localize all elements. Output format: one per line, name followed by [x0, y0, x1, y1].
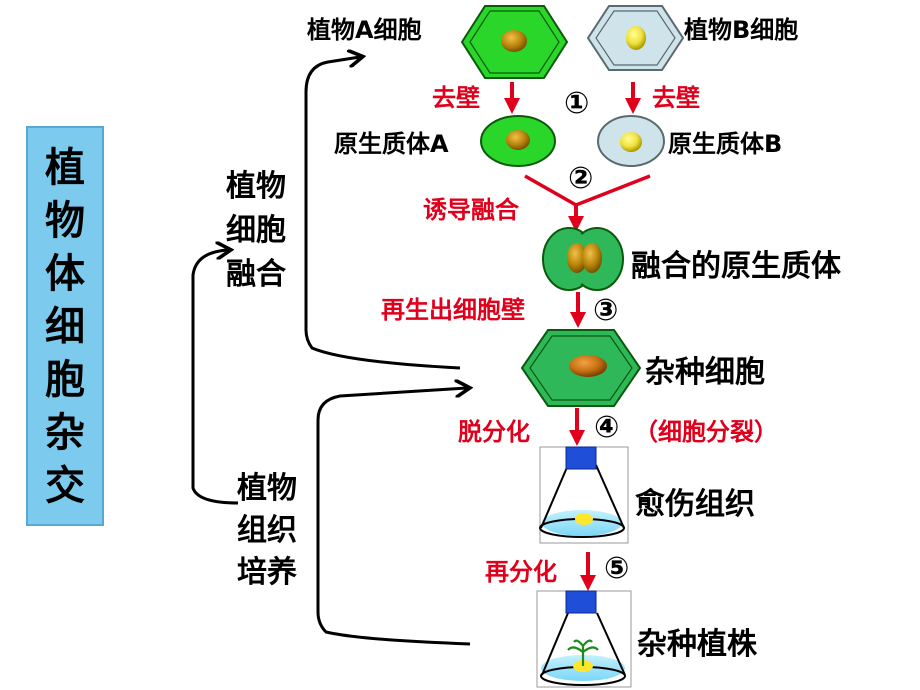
title-char: 植	[45, 145, 85, 191]
cell-fusion-label-line3: 融合	[226, 257, 286, 292]
step-2-number: ②	[568, 161, 593, 196]
cell-b-icon	[586, 5, 685, 71]
title-char: 胞	[45, 357, 85, 403]
title-char: 物	[45, 198, 85, 244]
title-char: 杂	[45, 410, 85, 456]
protoplast-b-label: 原生质体B	[668, 130, 782, 158]
hybrid-cell-icon	[520, 329, 642, 407]
hybrid-cell-label: 杂种细胞	[645, 355, 765, 390]
callus-label: 愈伤组织	[635, 487, 755, 522]
step-4-number: ④	[594, 410, 619, 445]
fused-protoplast-label: 融合的原生质体	[631, 249, 842, 284]
remove-wall-a-label: 去壁	[432, 84, 480, 112]
hybrid-plant-label: 杂种植株	[637, 627, 758, 662]
protoplast-b-icon	[597, 115, 665, 167]
cell-division-note: （细胞分裂）	[634, 418, 778, 446]
tissue-culture-label-line2: 组织	[237, 513, 297, 548]
redifferentiation-label: 再分化	[485, 558, 557, 586]
tissue-culture-bracket	[316, 388, 470, 646]
hybrid-plant-flask-icon	[536, 590, 632, 688]
seedling-icon	[567, 639, 599, 666]
fused-protoplast-icon	[542, 227, 624, 291]
title-char: 体	[45, 251, 85, 297]
callus-flask-icon	[539, 446, 629, 544]
fusion-arrow	[524, 174, 651, 232]
tissue-culture-label-line3: 培养	[237, 555, 297, 590]
cell-fusion-bracket	[304, 57, 461, 370]
title-text: 植 物 体 细 胞 杂 交	[28, 142, 102, 513]
cell-a-label: 植物A细胞	[307, 16, 422, 44]
title-char: 交	[45, 463, 85, 509]
cell-fusion-label-line2: 细胞	[226, 213, 286, 248]
protoplast-a-label: 原生质体A	[334, 130, 449, 158]
cell-a-icon	[460, 5, 569, 79]
remove-wall-b-label: 去壁	[652, 84, 700, 112]
cell-fusion-label-line1: 植物	[226, 169, 286, 204]
step-1-number: ①	[564, 86, 589, 121]
cell-b-label: 植物B细胞	[684, 16, 798, 44]
protoplast-a-icon	[480, 115, 556, 167]
step-3-number: ③	[593, 293, 618, 328]
title-char: 细	[45, 304, 85, 350]
induce-fusion-label: 诱导融合	[423, 196, 520, 224]
title-box: 植 物 体 细 胞 杂 交	[26, 126, 104, 526]
dedifferentiation-label: 脱分化	[458, 418, 530, 446]
step-5-number: ⑤	[604, 551, 629, 586]
tissue-culture-label-line1: 植物	[237, 471, 297, 506]
regenerate-wall-label: 再生出细胞壁	[381, 296, 525, 324]
plant-hybridization-bracket	[191, 250, 239, 505]
